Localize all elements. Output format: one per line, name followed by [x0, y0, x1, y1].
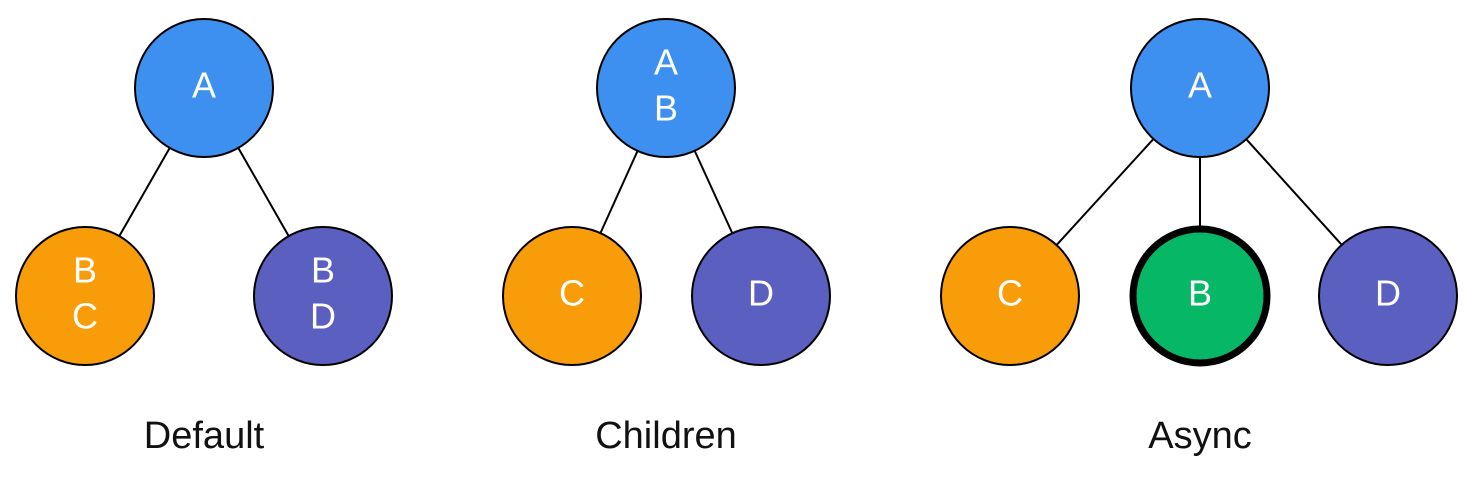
diagram-caption: Children: [595, 415, 737, 457]
node-b-circle: [1129, 225, 1271, 367]
node-c-circle: [502, 226, 642, 366]
node-label: A: [192, 65, 216, 106]
tree-edge: [118, 147, 171, 237]
node-ab: AB: [596, 18, 736, 158]
tree-edge: [237, 147, 290, 237]
node-label: C: [72, 296, 98, 337]
node-c: C: [502, 226, 642, 366]
tree-edge: [599, 150, 639, 234]
node-c-circle: [940, 226, 1080, 366]
node-label: B: [1188, 273, 1212, 314]
tree-edge: [1245, 138, 1343, 246]
node-bc: BC: [15, 226, 155, 366]
node-b: B: [1129, 225, 1271, 367]
node-bd-circle: [253, 226, 393, 366]
node-label: C: [559, 273, 585, 314]
node-label: D: [1375, 273, 1401, 314]
node-a-circle: [1130, 18, 1270, 158]
node-label: A: [1188, 65, 1212, 106]
node-d: D: [1318, 226, 1458, 366]
edges-layer: [118, 138, 1343, 246]
node-d: D: [691, 226, 831, 366]
node-label: B: [311, 250, 335, 291]
captions-layer: Default Children Async: [144, 415, 1252, 457]
node-a-circle: [134, 18, 274, 158]
node-ab-circle: [596, 18, 736, 158]
node-d-circle: [691, 226, 831, 366]
node-label: B: [654, 88, 678, 129]
node-c: C: [940, 226, 1080, 366]
node-label: D: [310, 296, 336, 337]
tree-edge: [693, 150, 734, 234]
node-bc-circle: [15, 226, 155, 366]
diagram-caption: Async: [1148, 415, 1251, 457]
node-a: A: [134, 18, 274, 158]
node-a: A: [1130, 18, 1270, 158]
node-label: D: [748, 273, 774, 314]
node-label: C: [997, 273, 1023, 314]
diagram-caption: Default: [144, 415, 265, 457]
node-label: A: [654, 42, 678, 83]
node-d-circle: [1318, 226, 1458, 366]
node-label: B: [73, 250, 97, 291]
tree-edge: [1055, 138, 1155, 246]
node-bd: BD: [253, 226, 393, 366]
